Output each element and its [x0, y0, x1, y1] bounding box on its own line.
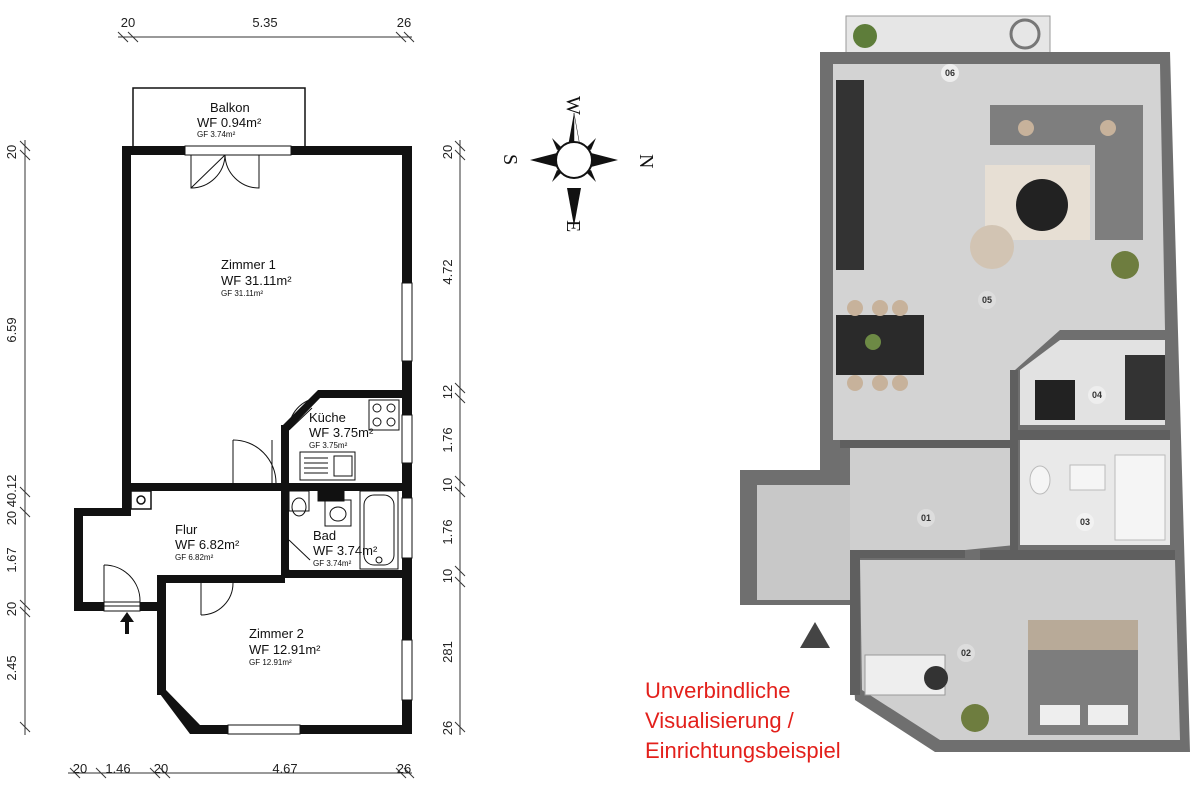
dim-top-1: 20 — [121, 15, 135, 30]
svg-text:06: 06 — [945, 68, 955, 78]
dim-right-7: 10 — [440, 569, 455, 583]
room-label-kueche: Küche WF 3.75m² GF 3.75m² — [309, 410, 374, 450]
svg-text:Küche: Küche — [309, 410, 346, 425]
visual-label-02: 02 — [957, 644, 975, 662]
svg-text:03: 03 — [1080, 517, 1090, 527]
compass-w: W — [562, 96, 584, 115]
visual-label-04: 04 — [1088, 386, 1106, 404]
dim-left-6: 2.45 — [4, 655, 19, 680]
svg-text:WF 6.82m²: WF 6.82m² — [175, 537, 240, 552]
dim-right-6: 1.76 — [440, 519, 455, 544]
compass-e: E — [562, 220, 584, 232]
dim-left-4: 1.67 — [4, 547, 19, 572]
svg-text:GF 6.82m²: GF 6.82m² — [175, 553, 214, 562]
compass-s: S — [499, 154, 521, 165]
dim-top-2: 5.35 — [252, 15, 277, 30]
dim-bottom-4: 4.67 — [272, 761, 297, 776]
dim-right-3: 12 — [440, 385, 455, 399]
svg-text:GF 3.74m²: GF 3.74m² — [313, 559, 352, 568]
svg-text:04: 04 — [1092, 390, 1102, 400]
room-label-balkon: Balkon WF 0.94m² GF 3.74m² — [197, 100, 262, 139]
dim-left-5: 20 — [4, 602, 19, 616]
svg-text:WF 3.75m²: WF 3.75m² — [309, 425, 374, 440]
svg-text:05: 05 — [982, 295, 992, 305]
dim-right-8: 281 — [440, 641, 455, 663]
svg-text:WF 0.94m²: WF 0.94m² — [197, 115, 262, 130]
dim-bottom-1: 20 — [73, 761, 87, 776]
dim-right-5: 10 — [440, 478, 455, 492]
svg-text:Bad: Bad — [313, 528, 336, 543]
disclaimer-text: Unverbindliche Visualisierung / Einricht… — [645, 676, 905, 766]
dim-left-2: 6.59 — [4, 317, 19, 342]
visualization-3d — [740, 15, 1190, 752]
dim-right-9: 26 — [440, 721, 455, 735]
dim-bottom-2: 1.46 — [105, 761, 130, 776]
dim-left-3: 20 40.12 — [4, 475, 19, 526]
dim-left-1: 20 — [4, 145, 19, 159]
svg-text:WF 31.11m²: WF 31.11m² — [221, 273, 292, 288]
disclaimer-line-3: Einrichtungsbeispiel — [645, 738, 841, 763]
compass-icon — [530, 112, 618, 226]
dim-right-2: 4.72 — [440, 259, 455, 284]
dim-right-1: 20 — [440, 145, 455, 159]
svg-text:Balkon: Balkon — [210, 100, 250, 115]
room-label-bad: Bad WF 3.74m² GF 3.74m² — [313, 528, 378, 568]
visual-label-06: 06 — [941, 64, 959, 82]
svg-text:GF 12.91m²: GF 12.91m² — [249, 658, 292, 667]
dim-bottom-3: 20 — [154, 761, 168, 776]
disclaimer-line-1: Unverbindliche — [645, 678, 791, 703]
room-label-flur: Flur WF 6.82m² GF 6.82m² — [175, 522, 240, 562]
entrance-arrow-icon — [120, 612, 134, 634]
floor-plan — [74, 87, 413, 735]
compass-n: N — [635, 154, 657, 168]
dimension-lines — [19, 31, 466, 779]
svg-text:02: 02 — [961, 648, 971, 658]
svg-text:WF 3.74m²: WF 3.74m² — [313, 543, 378, 558]
room-label-zimmer-1: Zimmer 1 WF 31.11m² GF 31.11m² — [221, 257, 292, 298]
svg-text:WF 12.91m²: WF 12.91m² — [249, 642, 321, 657]
visual-label-03: 03 — [1076, 513, 1094, 531]
dim-right-4: 1.76 — [440, 427, 455, 452]
svg-text:Zimmer 2: Zimmer 2 — [249, 626, 304, 641]
svg-text:GF 3.74m²: GF 3.74m² — [197, 130, 236, 139]
svg-text:Flur: Flur — [175, 522, 198, 537]
dim-bottom-5: 26 — [397, 761, 411, 776]
dim-top-3: 26 — [397, 15, 411, 30]
room-label-zimmer-2: Zimmer 2 WF 12.91m² GF 12.91m² — [249, 626, 321, 667]
svg-text:GF 3.75m²: GF 3.75m² — [309, 441, 348, 450]
visual-label-05: 05 — [978, 291, 996, 309]
visual-label-01: 01 — [917, 509, 935, 527]
disclaimer-line-2: Visualisierung / — [645, 708, 794, 733]
svg-text:01: 01 — [921, 513, 931, 523]
svg-text:GF 31.11m²: GF 31.11m² — [221, 289, 263, 298]
svg-text:Zimmer 1: Zimmer 1 — [221, 257, 276, 272]
